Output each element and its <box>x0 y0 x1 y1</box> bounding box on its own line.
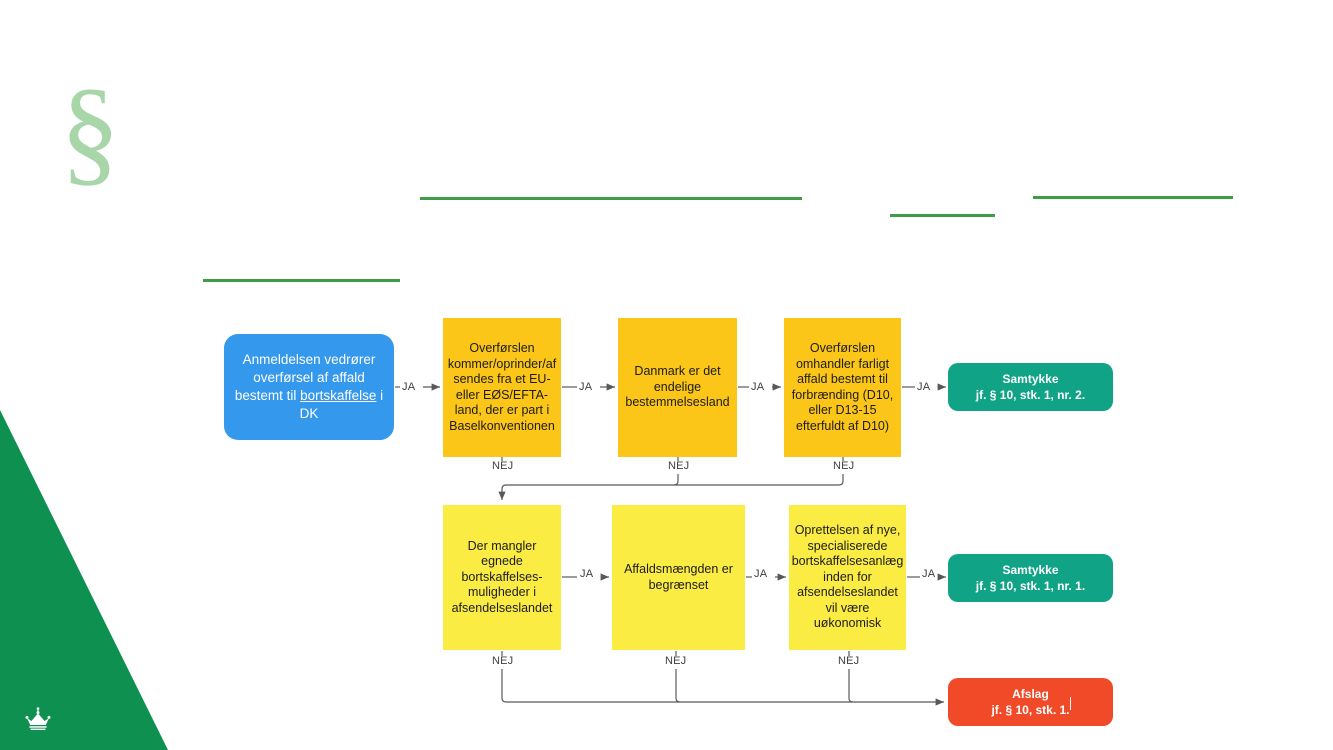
flow-node-q5-label: Affaldsmængden er begrænset <box>624 562 733 592</box>
flow-node-q4-label: Der mangler egnede bortskaffelses-muligh… <box>451 538 553 615</box>
flow-node-q6-label: Oprettelsen af nye, specialiserede borts… <box>791 523 904 631</box>
edge-label-ja-3: JA <box>751 381 765 393</box>
edge-label-nej-5: NEJ <box>665 655 687 667</box>
flow-node-q2[interactable]: Danmark er det endelige bestemmelsesland <box>618 318 737 457</box>
title-rule-1 <box>420 197 802 200</box>
edge-label-ja-7: JA <box>922 568 936 580</box>
flow-node-rejection[interactable]: Afslag jf. § 10, stk. 1. <box>948 678 1113 726</box>
consent-nr1-subtitle: jf. § 10, stk. 1, nr. 1. <box>975 579 1086 593</box>
rejection-subtitle: jf. § 10, stk. 1. <box>991 703 1070 717</box>
title-rule-3 <box>890 214 995 217</box>
flow-node-q5[interactable]: Affaldsmængden er begrænset <box>612 505 745 650</box>
rejection-text: Afslag jf. § 10, stk. 1. <box>985 686 1075 718</box>
edge-label-nej-6: NEJ <box>838 655 860 667</box>
flow-node-consent-nr1[interactable]: Samtykke jf. § 10, stk. 1, nr. 1. <box>948 554 1113 602</box>
section-symbol-icon: § <box>60 64 120 197</box>
flow-node-q3[interactable]: Overførslen omhandler farligt affald bes… <box>784 318 901 457</box>
flow-node-consent-nr2[interactable]: Samtykke jf. § 10, stk. 1, nr. 2. <box>948 363 1113 411</box>
flow-node-q2-label: Danmark er det endelige bestemmelsesland <box>625 364 730 410</box>
crown-icon <box>25 707 51 730</box>
edge-label-nej-2: NEJ <box>668 460 690 472</box>
edge-label-ja-5: JA <box>580 568 594 580</box>
consent-nr2-title: Samtykke <box>1002 372 1059 386</box>
edge-label-ja-4: JA <box>917 381 931 393</box>
edge-label-ja-1: JA <box>402 381 416 393</box>
corner-triangle-decoration <box>0 410 168 750</box>
title-rule-2 <box>1033 196 1233 199</box>
title-rule-4 <box>203 279 400 282</box>
text-caret <box>1070 697 1071 710</box>
edge-label-ja-2: JA <box>579 381 593 393</box>
consent-nr1-text: Samtykke jf. § 10, stk. 1, nr. 1. <box>970 562 1091 594</box>
consent-nr2-text: Samtykke jf. § 10, stk. 1, nr. 2. <box>970 371 1091 403</box>
flow-node-q3-label: Overførslen omhandler farligt affald bes… <box>791 341 894 433</box>
consent-nr2-subtitle: jf. § 10, stk. 1, nr. 2. <box>975 388 1086 402</box>
edge-label-nej-3: NEJ <box>833 460 855 472</box>
edge-label-nej-4: NEJ <box>492 655 514 667</box>
consent-nr1-title: Samtykke <box>1002 563 1059 577</box>
edge-label-nej-1: NEJ <box>492 460 514 472</box>
flow-node-q1[interactable]: Overførslen kommer/oprinder/af sendes fr… <box>443 318 561 457</box>
flow-node-q4[interactable]: Der mangler egnede bortskaffelses-muligh… <box>443 505 561 650</box>
rejection-title: Afslag <box>1012 687 1049 701</box>
flow-node-start-label: Anmeldelsen vedrører overførsel af affal… <box>234 352 384 421</box>
flow-node-q1-label: Overførslen kommer/oprinder/af sendes fr… <box>447 341 557 433</box>
flow-node-q6[interactable]: Oprettelsen af nye, specialiserede borts… <box>789 505 906 650</box>
flow-node-start[interactable]: Anmeldelsen vedrører overførsel af affal… <box>224 334 394 440</box>
edge-label-ja-6: JA <box>754 568 768 580</box>
